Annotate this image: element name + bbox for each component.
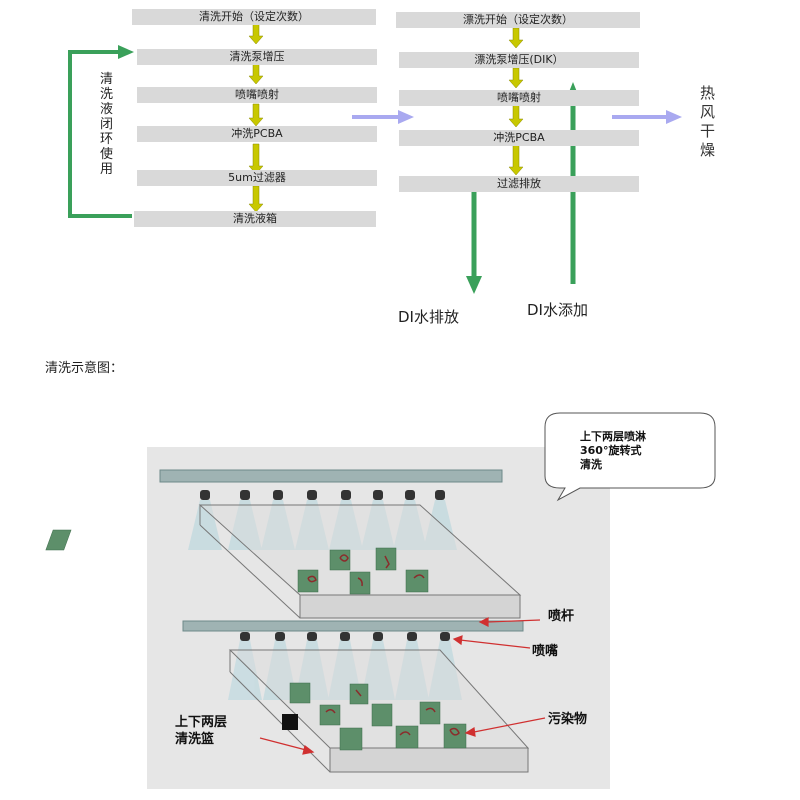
rinse-step: 喷嘴喷射 [399,90,639,106]
figure-caption: 清洗示意图： [45,361,124,376]
di-add-label: DI水添加 [527,301,588,319]
label-pointers [259,617,546,755]
callout-text: 上下两层喷淋 360°旋转式 清洗 [580,430,646,472]
rinse-step-arrows [508,27,524,176]
wash-step: 冲洗PCBA [137,126,377,142]
upper-contaminants [307,554,425,587]
rinse-step: 过滤排放 [399,176,639,192]
middle-spray-bar [182,620,524,632]
rinse-step: 冲洗PCBA [399,130,639,146]
spray-bar-label: 喷杆 [548,609,575,624]
wash-step-arrows [248,23,264,213]
wash-step: 清洗开始（设定次数） [132,9,376,25]
loop-label: 清洗液闭环使用 [100,72,114,177]
callout-bubble [544,412,716,502]
lower-basket [228,649,530,773]
basket-label-line: 上下两层 [175,715,228,730]
basket-label: 上下两层 清洗篮 [175,714,227,748]
upper-spray-bar [159,469,503,483]
flow-transition-arrows [352,110,682,124]
basket-marker [282,714,298,730]
wash-step: 清洗泵增压 [137,49,377,65]
loop-arrow [68,50,132,218]
loop-arrow-head [118,45,134,59]
basket-label-line: 清洗篮 [175,732,215,747]
contaminant-label: 污染物 [548,712,588,727]
wash-step: 清洗液箱 [134,211,376,227]
lower-contaminants [325,689,460,736]
callout-line: 清洗 [580,458,602,471]
wash-step: 喷嘴喷射 [137,87,377,103]
lower-pcb-boards [289,682,467,751]
rinse-step: 漂洗开始（设定次数） [396,12,640,28]
nozzle-label: 喷嘴 [532,644,559,659]
upper-basket [198,504,522,619]
wash-step: 5um过滤器 [137,170,377,186]
rinse-step: 漂洗泵增压(DIK） [399,52,639,68]
hot-air-dry-label: 热风干燥 [700,84,716,159]
callout-line: 360°旋转式 [580,444,642,457]
di-drain-arrow [466,184,482,294]
callout-line: 上下两层喷淋 [580,430,646,443]
di-drain-label: DI水排放 [398,308,459,326]
